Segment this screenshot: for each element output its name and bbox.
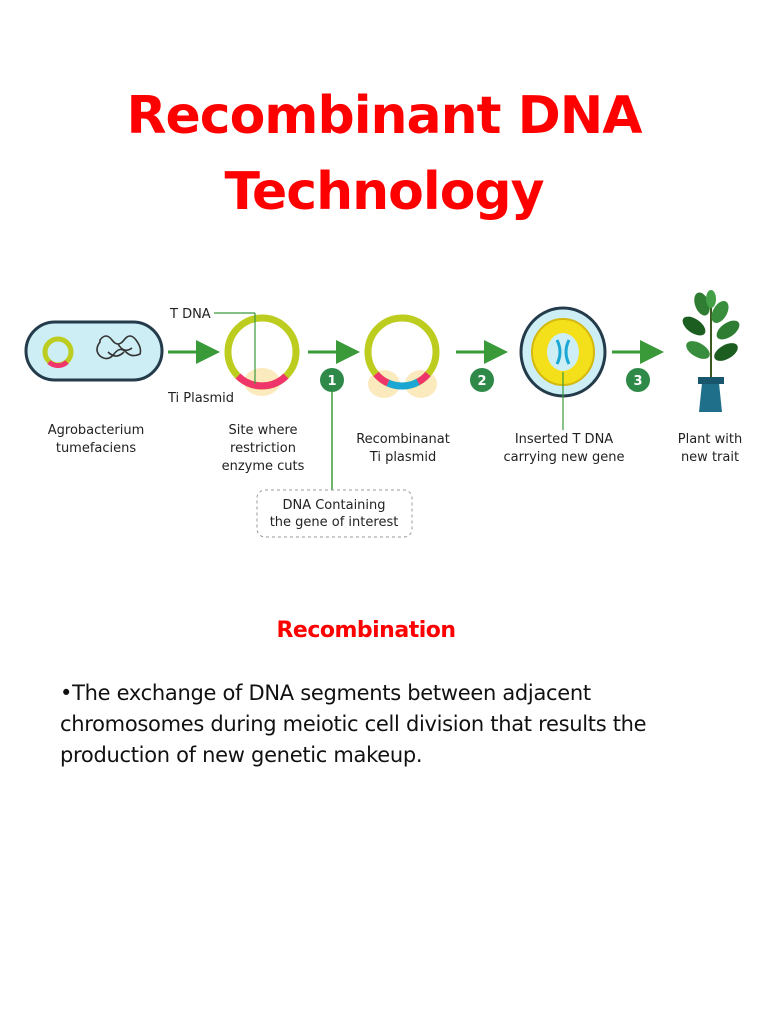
dna-gene-box — [256, 489, 413, 538]
plant-label-1: Plant with — [678, 432, 742, 447]
step-3-badge — [626, 368, 650, 392]
step-3-number: 3 — [633, 374, 642, 389]
agrobacterium-label-2: tumefaciens — [56, 441, 137, 456]
slide-title: Recombinant DNA Technology — [0, 78, 768, 230]
dna-box-label-2: the gene of interest — [270, 515, 399, 530]
plant-cell-icon — [519, 306, 607, 398]
recombination-definition: •The exchange of DNA segments between ad… — [60, 681, 647, 767]
step-1-badge — [320, 368, 344, 392]
potted-plant-icon — [682, 290, 740, 412]
site-label-3: enzyme cuts — [222, 459, 305, 474]
t-dna-label: T DNA — [169, 307, 211, 322]
agrobacterium-cell-icon — [24, 320, 164, 382]
ti-plasmid-label: Ti Plasmid — [167, 391, 234, 406]
inserted-label-2: carrying new gene — [504, 450, 625, 465]
recombinant-dna-diagram: Agrobacterium tumefaciens T DNA Ti Plasm… — [24, 290, 742, 538]
site-label-1: Site where — [228, 423, 297, 438]
agrobacterium-label-1: Agrobacterium — [48, 423, 144, 438]
inserted-label-1: Inserted T DNA — [515, 432, 613, 447]
recombination-heading: Recombination — [276, 618, 456, 643]
dna-box-label-1: DNA Containing — [282, 498, 385, 513]
step-1-number: 1 — [327, 374, 336, 389]
recombinant-plasmid-icon — [364, 314, 440, 398]
recombinant-label-1: Recombinanat — [356, 432, 450, 447]
ti-plasmid-icon — [224, 314, 300, 396]
plant-label-2: new trait — [681, 450, 739, 465]
step-2-number: 2 — [477, 374, 486, 389]
step-2-badge — [470, 368, 494, 392]
site-label-2: restriction — [230, 441, 296, 456]
title-line-2: Technology — [224, 162, 544, 222]
recombinant-label-2: Ti plasmid — [369, 450, 436, 465]
title-line-1: Recombinant DNA — [126, 86, 642, 146]
